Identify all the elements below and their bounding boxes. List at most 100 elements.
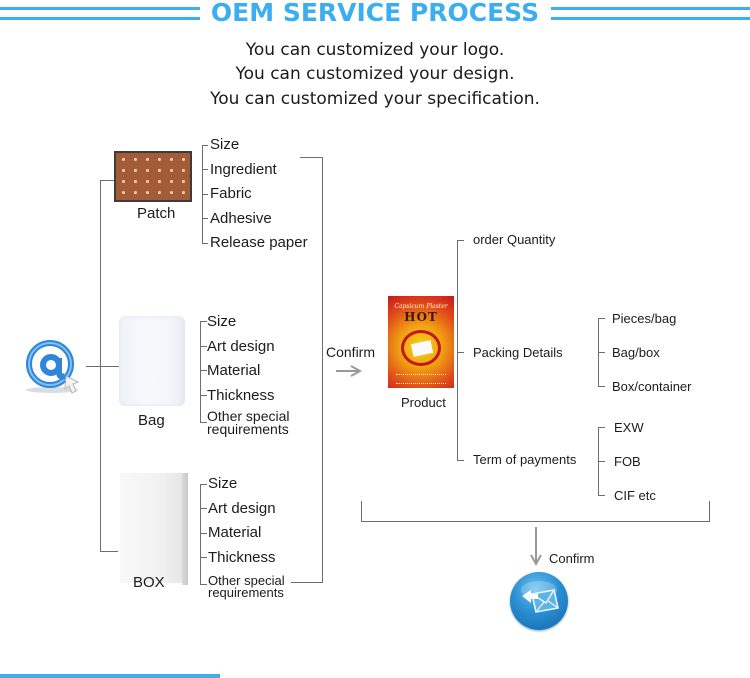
- bracket-tick: [598, 386, 605, 387]
- patch-option: Fabric: [210, 185, 252, 202]
- bracket-tick: [598, 495, 605, 496]
- patch-dot: [122, 191, 125, 194]
- confirm-label-2: Confirm: [549, 551, 595, 566]
- product-fineprint: [396, 374, 446, 384]
- bracket-tick: [200, 346, 207, 347]
- bracket-tick: [457, 240, 464, 241]
- header-rule-left-top: [0, 7, 200, 10]
- detail-order-quantity: order Quantity: [473, 232, 556, 247]
- bag-options-bracket: [200, 321, 201, 422]
- email-at-icon: [22, 338, 88, 398]
- patch-option: Ingredient: [210, 161, 277, 178]
- bracket-tick: [200, 422, 207, 423]
- bracket-tick: [200, 321, 207, 322]
- patch-option: Release paper: [210, 234, 308, 251]
- bracket-tick: [202, 243, 208, 244]
- patch-dot: [122, 180, 125, 183]
- bracket-tick: [200, 370, 207, 371]
- box-options-bracket: [200, 484, 201, 584]
- tree-branch-bag: [100, 366, 119, 367]
- category-label-bag: Bag: [138, 412, 165, 429]
- header-rule-right-top: [551, 7, 750, 10]
- bracket-tick: [200, 508, 207, 509]
- bracket-tick: [200, 395, 207, 396]
- bracket-tick: [202, 194, 208, 195]
- patch-dot: [122, 169, 125, 172]
- page-title: OEM SERVICE PROCESS: [210, 0, 540, 27]
- box-option: Size: [208, 475, 238, 492]
- patch-dot: [182, 180, 185, 183]
- bag-option: Art design: [207, 338, 275, 355]
- box-option: Thickness: [208, 549, 276, 566]
- patch-dot: [158, 169, 161, 172]
- product-package-image: Capsicum Plaster HOT: [388, 296, 454, 388]
- header-rule-left-bottom: [0, 17, 200, 20]
- box-icon-side: [182, 473, 188, 585]
- product-brand-text: Capsicum Plaster: [394, 303, 448, 310]
- patch-dot: [134, 180, 137, 183]
- tree-branch-patch: [100, 180, 114, 181]
- patch-option: Adhesive: [210, 210, 272, 227]
- subtitle-line: You can customized your specification.: [210, 89, 540, 109]
- bracket-tick: [200, 484, 207, 485]
- payment-option: CIF etc: [614, 488, 656, 503]
- patch-dot: [134, 158, 137, 161]
- payment-option: EXW: [614, 420, 644, 435]
- bracket-tick: [200, 557, 207, 558]
- patch-dot: [146, 180, 149, 183]
- patch-dot: [146, 158, 149, 161]
- chili-swirl-graphic: [401, 330, 441, 366]
- bottom-bracket-right: [709, 501, 710, 522]
- bag-option: Size: [207, 313, 237, 330]
- patch-dot: [170, 180, 173, 183]
- detail-packing-details: Packing Details: [473, 345, 563, 360]
- bracket-tick: [598, 318, 605, 319]
- bag-option: Material: [207, 362, 261, 379]
- category-label-box: BOX: [133, 574, 165, 591]
- bag-option: requirements: [207, 421, 289, 437]
- patch-dot: [170, 191, 173, 194]
- bag-option: Other special: [207, 408, 290, 424]
- patch-dot: [146, 191, 149, 194]
- box-option: Material: [208, 524, 262, 541]
- arrow-down-icon: [530, 527, 542, 567]
- box-option: Other special: [208, 573, 285, 588]
- tree-branch-box: [100, 551, 118, 552]
- bracket-tick: [457, 460, 464, 461]
- patch-dot: [158, 158, 161, 161]
- details-bracket: [457, 240, 458, 460]
- subtitle-line: You can customized your logo.: [245, 40, 505, 60]
- footer-rule: [0, 674, 220, 678]
- subtitle-line: You can customized your design.: [235, 64, 515, 84]
- bracket-tick: [202, 169, 208, 170]
- patch-option: Size: [210, 136, 240, 153]
- bracket-tick: [202, 145, 208, 146]
- box-option: Art design: [208, 500, 276, 517]
- patch-dot: [122, 158, 125, 161]
- mail-send-icon: [510, 572, 568, 630]
- arrow-right-icon: [336, 365, 362, 377]
- bag-option: Thickness: [207, 387, 275, 404]
- bracket-tick: [457, 352, 464, 353]
- product-hot-text: HOT: [404, 310, 438, 324]
- patch-dot: [134, 191, 137, 194]
- bracket-tick: [202, 218, 208, 219]
- bottom-bracket: [361, 521, 710, 522]
- patch-dot: [170, 158, 173, 161]
- bracket-tick: [598, 461, 605, 462]
- patch-dot: [146, 169, 149, 172]
- patch-dot: [158, 191, 161, 194]
- bag-icon: [119, 316, 185, 406]
- column1-bracket-bottom: [291, 582, 323, 583]
- box-option: requirements: [208, 585, 284, 600]
- payment-option: FOB: [614, 454, 641, 469]
- tree-connector-at: [86, 366, 100, 367]
- column1-bracket-top: [300, 157, 322, 158]
- patch-dot: [182, 158, 185, 161]
- category-label-patch: Patch: [137, 205, 176, 222]
- column1-bracket: [322, 157, 323, 583]
- patch-dot: [158, 180, 161, 183]
- patch-dot: [134, 169, 137, 172]
- confirm-label-1: Confirm: [326, 344, 376, 360]
- patch-dot: [170, 169, 173, 172]
